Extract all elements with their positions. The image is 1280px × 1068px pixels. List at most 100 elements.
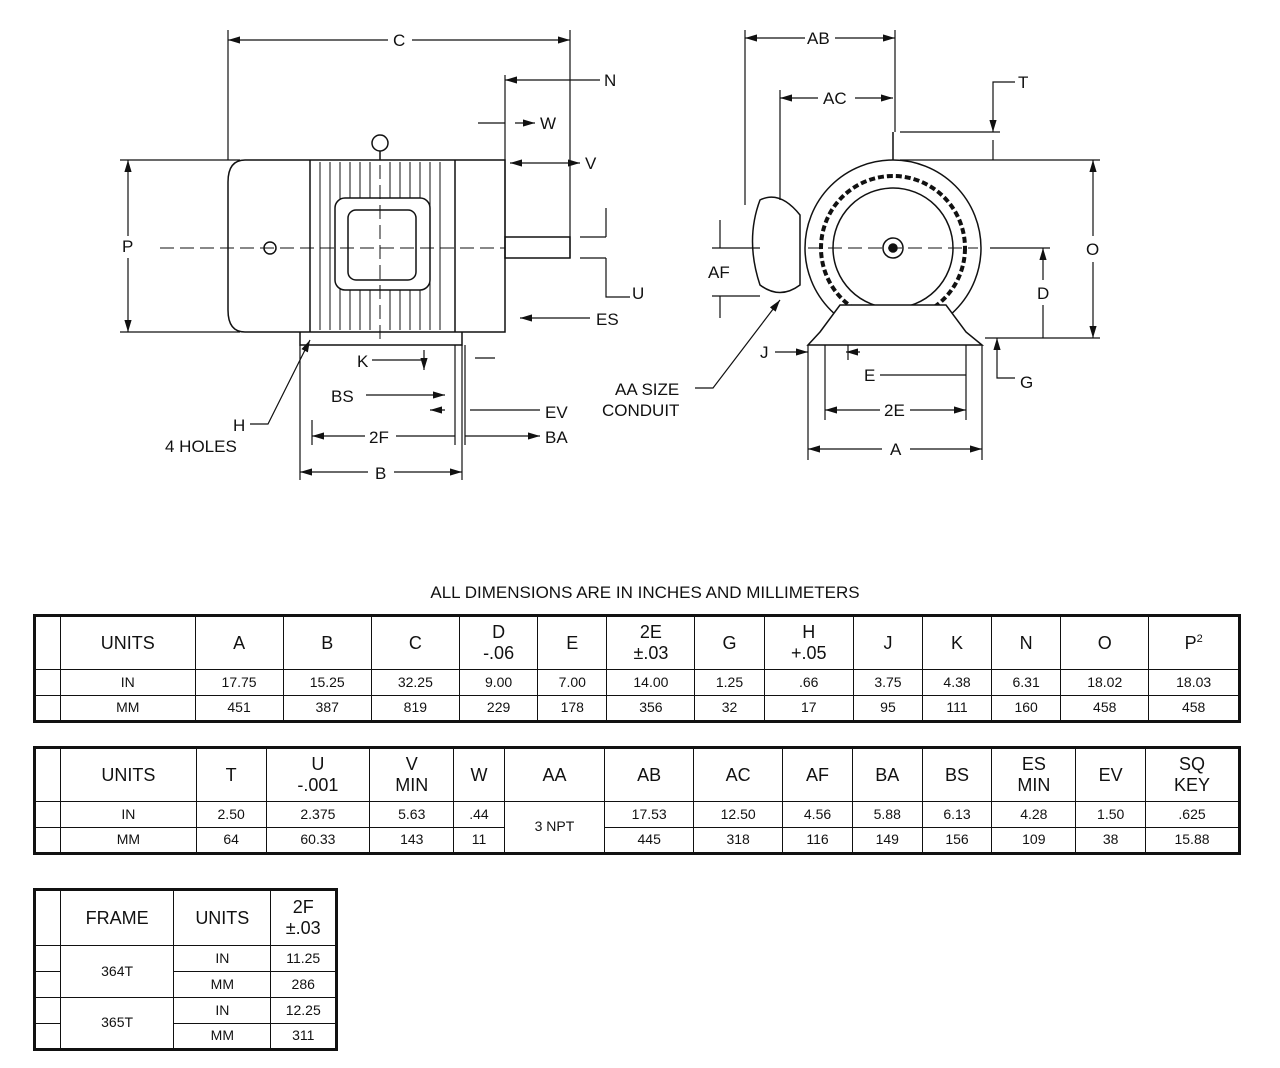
- header-label: ES: [1021, 754, 1046, 775]
- dimensions-note: ALL DIMENSIONS ARE IN INCHES AND MILLIME…: [430, 583, 860, 602]
- table-cell: 109: [991, 827, 1077, 854]
- header-label: BA: [875, 764, 900, 785]
- table-cell: 64: [195, 827, 267, 854]
- label-g: G: [1020, 373, 1033, 392]
- frame-cell: 365T: [59, 997, 175, 1050]
- table-cell: 2.375: [265, 801, 371, 828]
- header-superscript: 2: [1196, 632, 1203, 645]
- table-cell: 318: [693, 827, 784, 854]
- table-cell: 17.75: [194, 669, 284, 696]
- blank-cell: [34, 889, 61, 946]
- header-tolerance: -.06: [483, 643, 515, 663]
- table-cell: 12.25: [270, 997, 337, 1024]
- header-label: AC: [725, 764, 751, 785]
- table-cell: MM: [173, 971, 272, 998]
- label-n: N: [604, 71, 616, 90]
- table-cell: 5.88: [851, 801, 923, 828]
- column-header: AF: [782, 747, 853, 802]
- table-cell: 178: [537, 695, 608, 722]
- column-header: E: [537, 615, 608, 670]
- blank-cell: [34, 615, 61, 670]
- column-header: P2: [1148, 615, 1240, 670]
- label-h: H: [233, 416, 245, 435]
- label-e: E: [864, 366, 875, 385]
- table-cell: 387: [282, 695, 372, 722]
- table-cell: 17.53: [604, 801, 695, 828]
- header-tolerance: -.001: [297, 775, 339, 795]
- table-cell: 12.50: [693, 801, 784, 828]
- header-label: G: [722, 632, 737, 653]
- table-cell: 6.31: [991, 669, 1062, 696]
- header-label: J: [883, 632, 893, 653]
- table-cell: MM: [60, 827, 197, 854]
- blank-cell: [34, 1023, 61, 1050]
- column-header: K: [921, 615, 993, 670]
- label-ev: EV: [545, 403, 568, 422]
- label-w: W: [540, 114, 556, 133]
- header-label: BS: [944, 764, 969, 785]
- table-cell: 445: [604, 827, 695, 854]
- label-k: K: [357, 352, 369, 371]
- side-view-dimensions: [120, 30, 630, 480]
- label-o: O: [1086, 240, 1099, 259]
- table-cell: 1.50: [1075, 801, 1147, 828]
- label-2e: 2E: [884, 401, 905, 420]
- table-cell: 143: [369, 827, 455, 854]
- label-j: J: [760, 343, 769, 362]
- table-cell: 95: [852, 695, 924, 722]
- label-u: U: [632, 284, 644, 303]
- label-4-holes: 4 HOLES: [165, 437, 237, 456]
- table-cell: 451: [194, 695, 284, 722]
- header-label: AB: [637, 764, 662, 785]
- header-label: B: [321, 632, 334, 653]
- header-label: C: [408, 632, 422, 653]
- column-header: 2F±.03: [270, 889, 337, 946]
- header-label: AF: [806, 764, 830, 785]
- label-ac: AC: [823, 89, 847, 108]
- header-label: P: [1184, 632, 1197, 653]
- header-tolerance: MIN: [395, 775, 429, 795]
- header-label: T: [225, 764, 237, 785]
- table-cell: MM: [173, 1023, 272, 1050]
- header-label: U: [311, 754, 325, 775]
- column-header: U-.001: [265, 747, 371, 802]
- table-cell: IN: [173, 997, 272, 1024]
- blank-cell: [34, 997, 61, 1024]
- header-label: 2F: [292, 897, 314, 918]
- table-cell: 38: [1075, 827, 1147, 854]
- table-cell: 15.25: [282, 669, 372, 696]
- header-label: E: [566, 632, 579, 653]
- label-b: B: [375, 464, 386, 483]
- table-cell: 4.56: [782, 801, 853, 828]
- table-cell: 4.28: [991, 801, 1077, 828]
- column-header: D-.06: [458, 615, 539, 670]
- column-header: UNITS: [60, 615, 196, 670]
- column-header: UNITS: [60, 747, 197, 802]
- table-cell: 18.02: [1060, 669, 1150, 696]
- table-cell: .625: [1145, 801, 1240, 828]
- table-cell: IN: [173, 945, 272, 972]
- column-header: AB: [604, 747, 695, 802]
- table-cell: 14.00: [606, 669, 696, 696]
- header-label: V: [405, 754, 418, 775]
- blank-cell: [34, 801, 61, 828]
- table-cell: 32.25: [370, 669, 460, 696]
- end-view-dimensions: [695, 30, 1100, 460]
- table-cell: 819: [370, 695, 460, 722]
- header-label: SQ: [1179, 754, 1206, 775]
- column-header: UNITS: [173, 889, 272, 946]
- table-cell: 458: [1148, 695, 1240, 722]
- header-label: N: [1019, 632, 1033, 653]
- column-header: N: [991, 615, 1062, 670]
- label-conduit: CONDUIT: [602, 401, 679, 420]
